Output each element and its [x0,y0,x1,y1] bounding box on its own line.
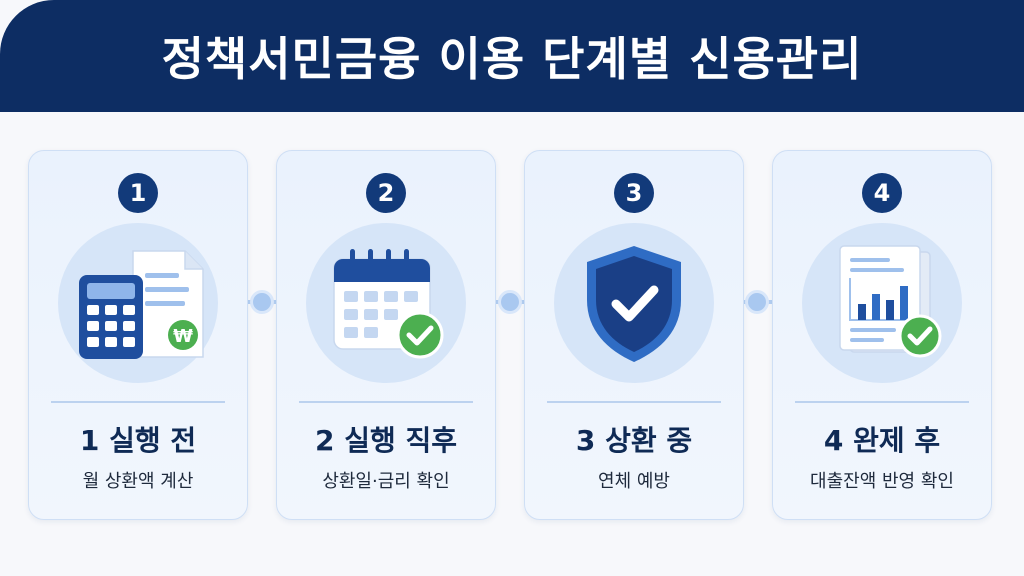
step-card-3: 3 3 상환 중 연체 예방 [524,150,744,520]
card-divider [51,401,225,403]
step-number-badge: 1 [118,173,158,213]
step-card-1: 1 ₩ [28,150,248,520]
connector-node [250,290,274,314]
shield-check-icon [554,223,714,383]
step-card-2: 2 2 실행 [276,150,496,520]
step-number-badge: 4 [862,173,902,213]
connector-node [745,290,769,314]
calendar-check-icon [306,223,466,383]
card-divider [299,401,473,403]
step-description: 상환일·금리 확인 [322,471,450,492]
page-title: 정책서민금융 이용 단계별 신용관리 [161,32,863,86]
step-title: 4 완제 후 [823,424,941,457]
header-banner: 정책서민금융 이용 단계별 신용관리 [0,0,1024,112]
report-chart-check-icon [802,223,962,383]
step-title: 3 상환 중 [575,424,693,457]
step-title: 2 실행 직후 [314,424,458,457]
connector-node [498,290,522,314]
step-title: 1 실행 전 [79,424,197,457]
step-description: 연체 예방 [598,471,670,492]
card-divider [795,401,969,403]
step-card-4: 4 4 완제 후 대출잔액 반영 확인 [772,150,992,520]
step-number-badge: 3 [614,173,654,213]
card-divider [547,401,721,403]
won-symbol: ₩ [173,326,193,347]
step-description: 월 상환액 계산 [82,471,194,492]
step-number-badge: 2 [366,173,406,213]
step-description: 대출잔액 반영 확인 [810,471,954,492]
calculator-document-icon: ₩ [58,223,218,383]
